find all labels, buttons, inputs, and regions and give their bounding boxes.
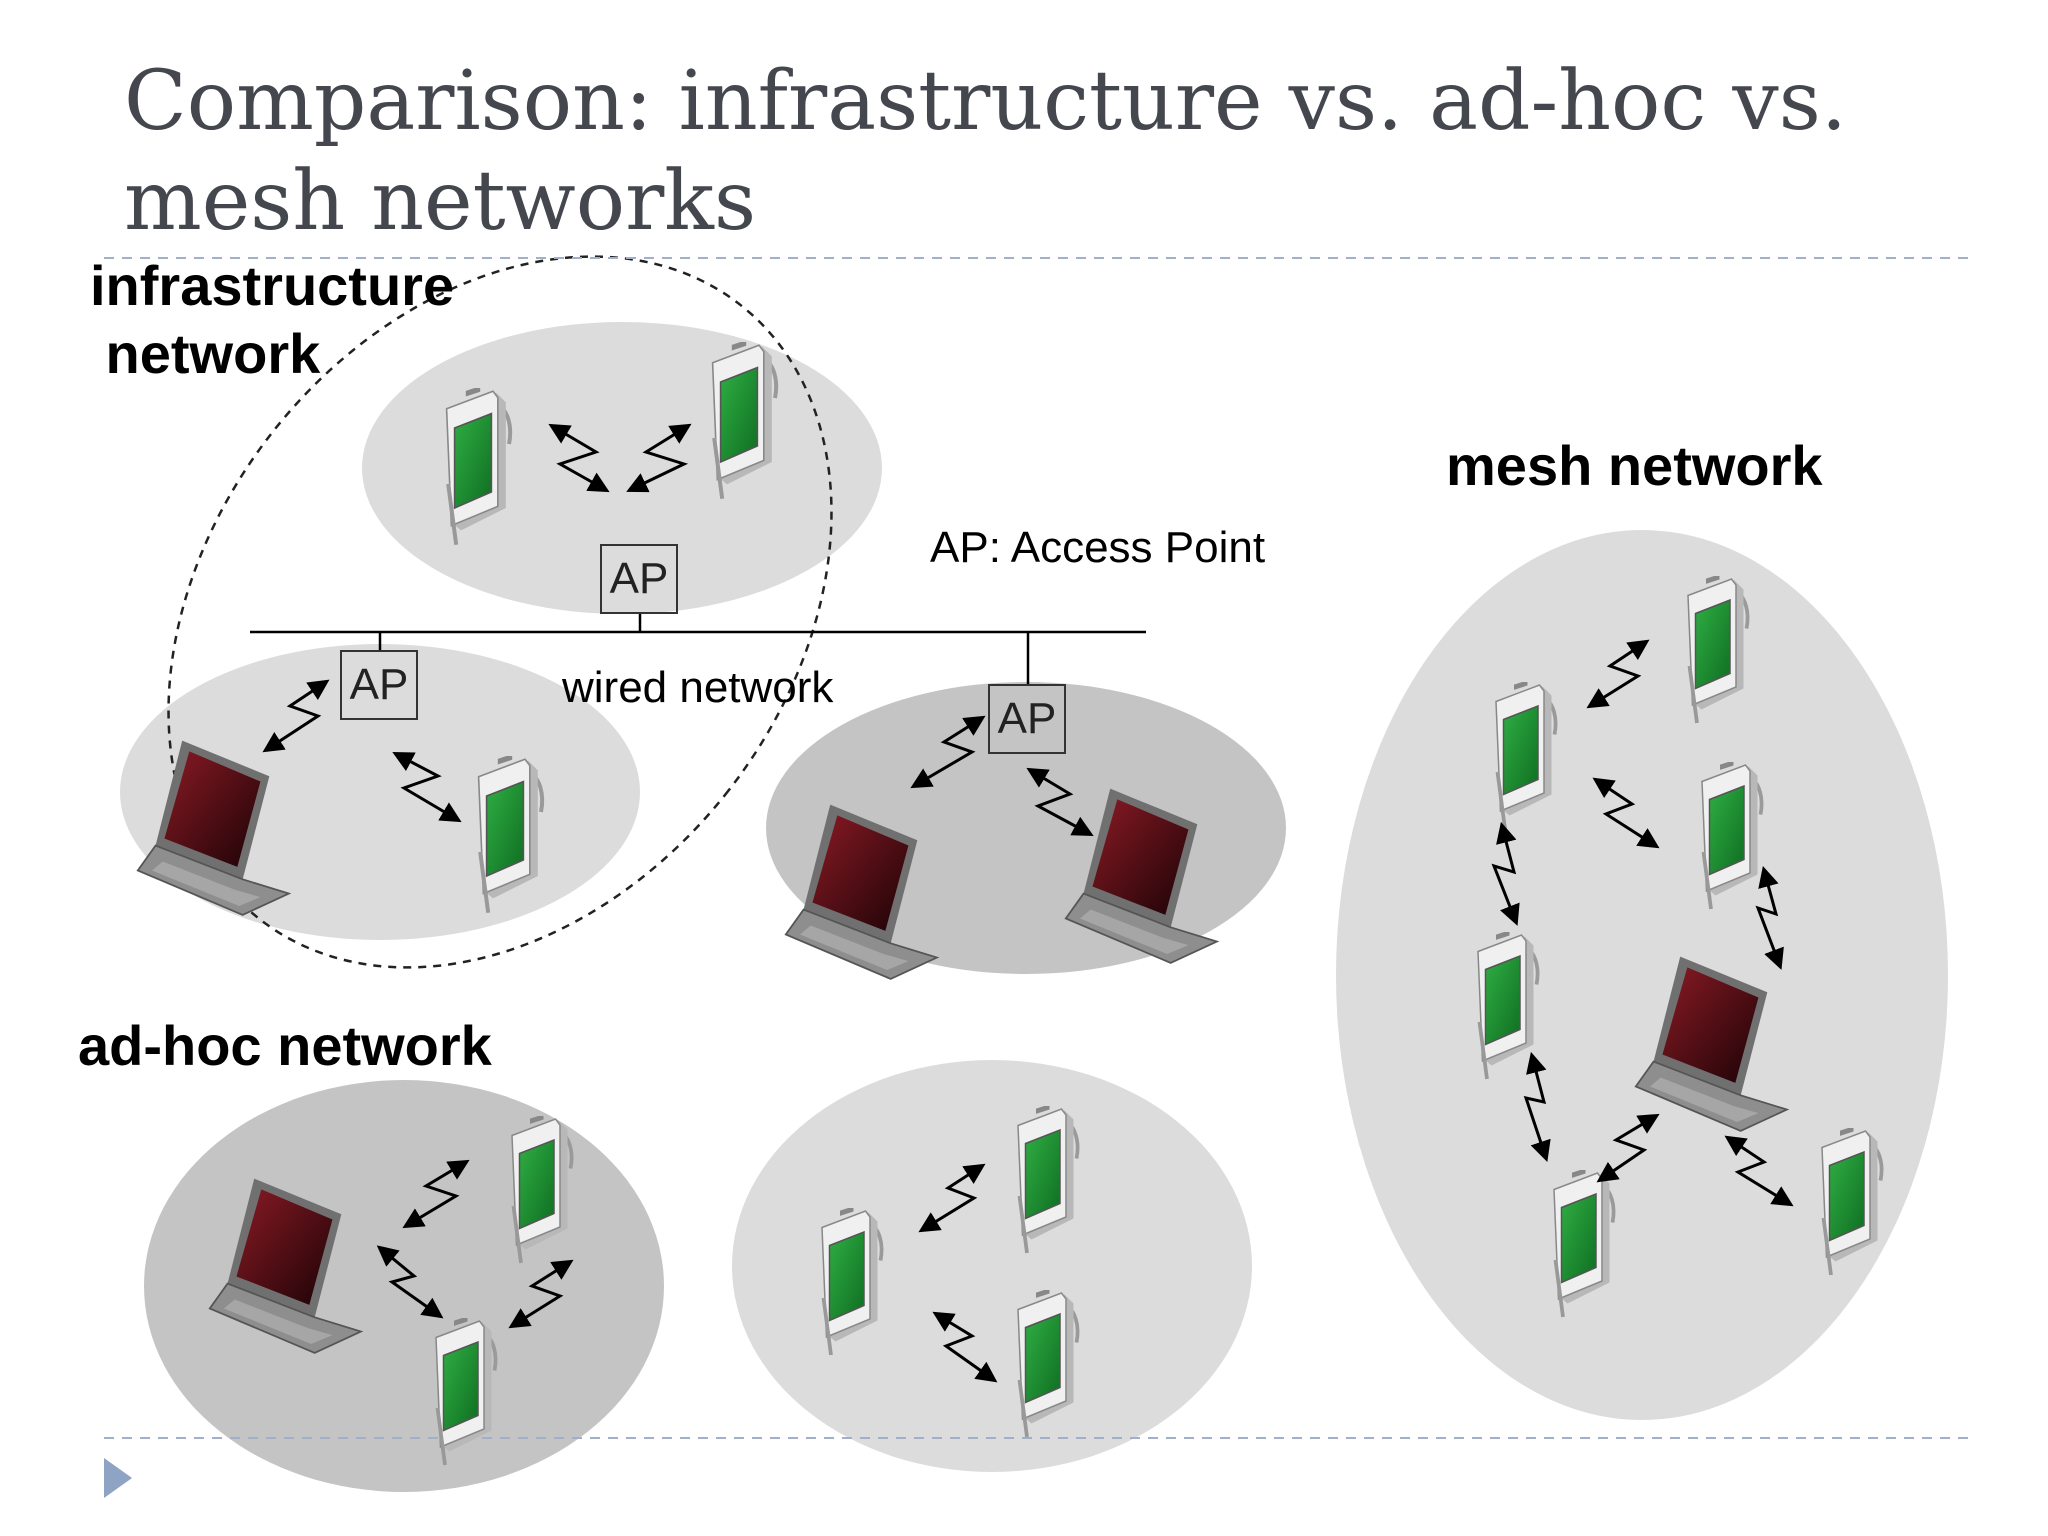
wireless-link-icon	[262, 679, 330, 753]
infrastructure-network-label: infrastructure network	[90, 254, 455, 385]
wireless-link-icon	[910, 715, 986, 789]
wireless-link-icon	[392, 752, 462, 823]
wireless-link-icon	[932, 1311, 998, 1383]
wireless-link-icon	[402, 1159, 470, 1229]
access-point-box: AP	[340, 650, 418, 720]
adhoc-network-label: ad-hoc network	[78, 1014, 492, 1077]
wireless-link-icon	[918, 1163, 986, 1233]
wireless-link-icon	[1491, 821, 1520, 926]
access-point-box: AP	[600, 544, 678, 614]
wireless-link-icon	[376, 1245, 444, 1319]
mesh-cloud	[1336, 530, 1948, 1420]
wireless-link-icon	[1586, 639, 1650, 709]
wireless-link-icon	[1523, 1051, 1551, 1162]
triangle-bullet-icon	[104, 1458, 132, 1498]
wired-network-label: wired network	[562, 663, 834, 712]
infrastructure-boundary	[167, 255, 833, 969]
wireless-link-icon	[626, 423, 692, 493]
wireless-link-icon	[548, 423, 610, 493]
access-point-legend: AP: Access Point	[930, 523, 1266, 572]
wireless-link-icon	[1592, 777, 1660, 849]
wireless-link-icon	[1026, 767, 1094, 836]
wireless-link-icon	[1724, 1135, 1794, 1207]
wireless-link-icon	[1755, 865, 1784, 970]
mesh-network-label: mesh network	[1446, 434, 1823, 497]
wireless-link-icon	[1596, 1113, 1660, 1183]
wireless-link-icon	[508, 1259, 574, 1329]
wired-network-bus	[250, 614, 1146, 684]
access-point-box: AP	[988, 684, 1066, 754]
slide-title: Comparison: infrastructure vs. ad-hoc vs…	[124, 54, 1847, 249]
adhoc-cloud-right	[732, 1060, 1252, 1472]
adhoc-cloud-left	[144, 1080, 664, 1492]
